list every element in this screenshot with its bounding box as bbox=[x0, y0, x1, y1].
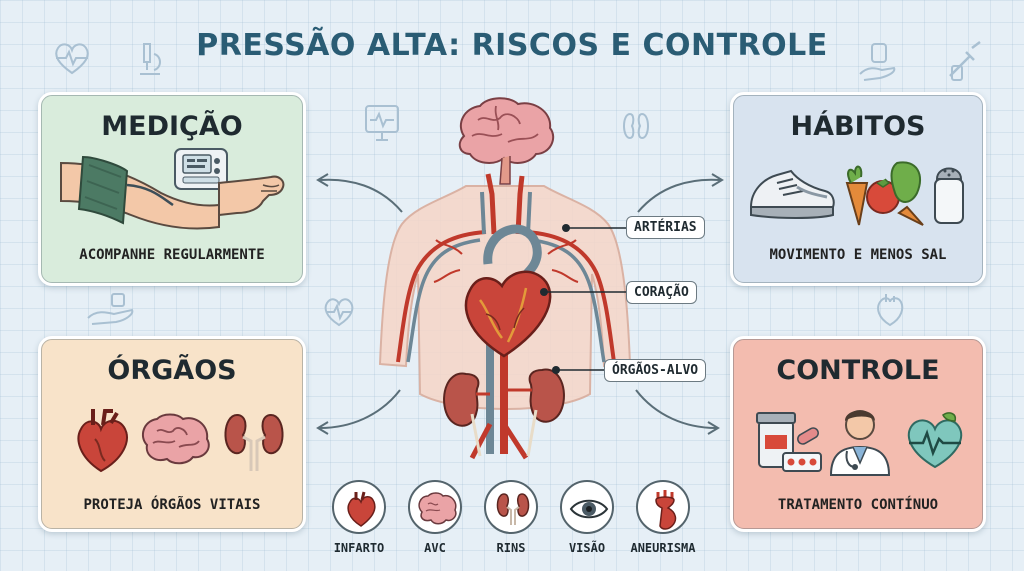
risk-rins-circle bbox=[484, 480, 538, 534]
background-heart-icon bbox=[55, 43, 89, 75]
arrow-to-controle bbox=[635, 389, 720, 435]
card-habitos: HÁBITOS MOVIMENTO E MENOS SAL bbox=[730, 92, 986, 286]
risk-label-visao: VISÃO bbox=[568, 541, 606, 555]
brain-icon bbox=[141, 413, 210, 465]
arrow-to-orgaos bbox=[316, 389, 401, 435]
card-medicao-subtitle: ACOMPANHE REGULARMENTE bbox=[79, 247, 265, 263]
heart-icon bbox=[347, 491, 376, 527]
callout-line-orgaos-alvo bbox=[552, 366, 608, 374]
card-medicao-title: MEDIÇÃO bbox=[101, 111, 243, 142]
sneakers-icon bbox=[749, 169, 835, 219]
heart-pulse-icon bbox=[907, 412, 963, 469]
background-hand-icon bbox=[87, 293, 134, 325]
callout-line-coracao bbox=[540, 288, 630, 296]
salt-shaker-icon bbox=[934, 167, 964, 224]
background-kidneys-icon bbox=[623, 112, 649, 140]
kidneys-illustration bbox=[443, 368, 565, 457]
card-habitos-subtitle: MOVIMENTO E MENOS SAL bbox=[769, 247, 947, 263]
hand-icon bbox=[218, 175, 285, 217]
background-syringe-icon bbox=[949, 41, 981, 81]
brain-icon bbox=[418, 492, 457, 525]
blood-pressure-monitor-icon bbox=[174, 148, 228, 190]
arrow-to-habitos bbox=[637, 173, 724, 213]
aorta-icon bbox=[655, 490, 677, 530]
background-hand-pill-icon bbox=[859, 43, 896, 81]
heart-illustration bbox=[464, 270, 552, 358]
risk-aneurisma-circle bbox=[636, 480, 690, 534]
kidneys-icon bbox=[496, 493, 530, 525]
background-microscope-icon bbox=[140, 43, 161, 75]
card-medicao: MEDIÇÃO ACOMPANHE REGULARMENTE bbox=[38, 92, 306, 286]
risk-avc-circle bbox=[408, 480, 462, 534]
label-orgaos-alvo: ÓRGÃOS-ALVO bbox=[604, 359, 707, 382]
card-orgaos-subtitle: PROTEJA ÓRGÃOS VITAIS bbox=[83, 497, 261, 513]
body-circulation-illustration bbox=[378, 97, 632, 460]
risk-label-aneurisma: ANEURISMA bbox=[630, 541, 696, 555]
kidneys-icon bbox=[224, 413, 284, 471]
heart-icon bbox=[77, 409, 128, 473]
brain-illustration bbox=[458, 97, 555, 185]
risk-label-rins: RINS bbox=[496, 541, 526, 555]
page-title: PRESSÃO ALTA: RISCOS E CONTROLE bbox=[196, 28, 828, 63]
card-controle-title: CONTROLE bbox=[776, 355, 940, 386]
blood-pressure-cuff-icon bbox=[60, 155, 220, 230]
background-heart-anatomy-icon bbox=[877, 294, 904, 327]
eye-icon bbox=[569, 499, 609, 519]
callout-line-arterias bbox=[562, 224, 630, 232]
risk-infarto-circle bbox=[332, 480, 386, 534]
label-coracao: CORAÇÃO bbox=[626, 281, 697, 304]
risk-label-avc: AVC bbox=[424, 541, 446, 555]
medicine-icon bbox=[756, 412, 822, 472]
risk-label-infarto: INFARTO bbox=[333, 541, 385, 555]
background-monitor-icon bbox=[365, 105, 399, 141]
card-habitos-title: HÁBITOS bbox=[790, 111, 926, 142]
vegetables-icon bbox=[845, 161, 924, 226]
background-heart-outline-icon bbox=[324, 298, 354, 327]
card-orgaos-title: ÓRGÃOS bbox=[107, 355, 237, 386]
label-arterias: ARTÉRIAS bbox=[626, 216, 705, 239]
risk-visao-circle bbox=[560, 480, 614, 534]
card-controle: CONTROLE TRATAMENTO CONTÍNUO bbox=[730, 336, 986, 532]
card-controle-subtitle: TRATAMENTO CONTÍNUO bbox=[777, 497, 939, 513]
card-orgaos: ÓRGÃOS PROTEJA ÓRGÃOS VITAIS bbox=[38, 336, 306, 532]
doctor-icon bbox=[829, 410, 891, 476]
arrow-to-medicao bbox=[316, 173, 403, 213]
